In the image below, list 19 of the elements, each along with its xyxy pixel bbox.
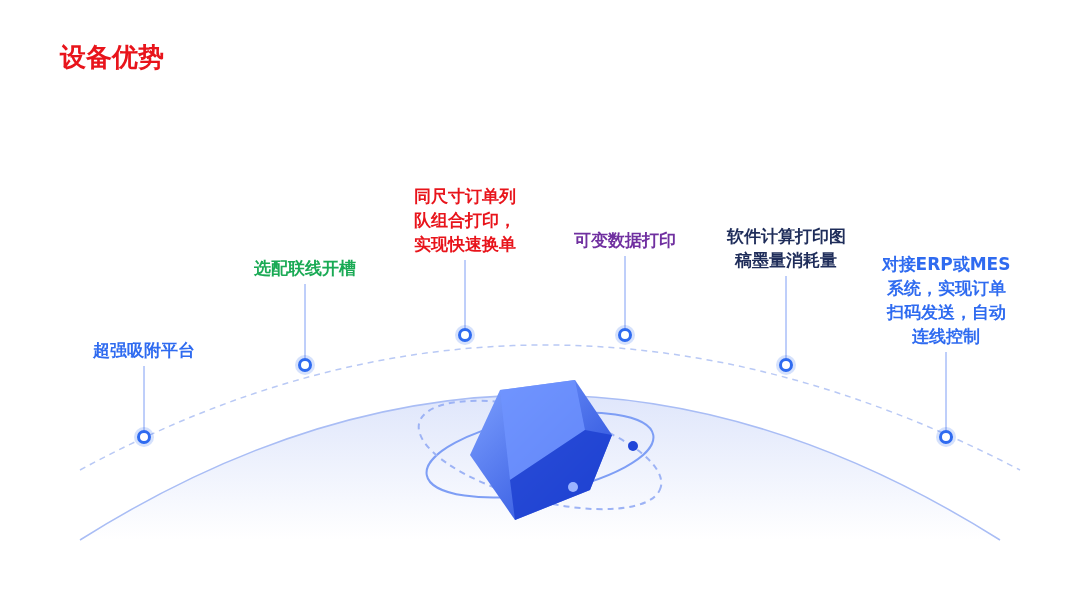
marker-dot	[779, 358, 793, 372]
leader-line	[624, 255, 626, 329]
marker-dot	[458, 328, 472, 342]
feature-label: 软件计算打印图稿墨量消耗量	[723, 224, 849, 272]
title: 设备优势	[60, 41, 164, 74]
marker-dot	[618, 328, 632, 342]
feature-label: 对接ERP或MES系统，实现订单扫码发送，自动连线控制	[881, 252, 1011, 348]
leader-line	[464, 259, 466, 329]
feature-label: 选配联线开槽	[240, 256, 370, 280]
marker-dot	[137, 430, 151, 444]
feature-label: 超强吸附平台	[79, 338, 209, 362]
leader-line	[143, 365, 145, 431]
leader-line	[304, 283, 306, 359]
marker-dot	[939, 430, 953, 444]
leader-line	[785, 275, 787, 359]
leader-line	[945, 351, 947, 431]
feature-label: 可变数据打印	[560, 228, 690, 252]
feature-label: 同尺寸订单列队组合打印，实现快速换单	[406, 184, 524, 256]
marker-dot	[298, 358, 312, 372]
